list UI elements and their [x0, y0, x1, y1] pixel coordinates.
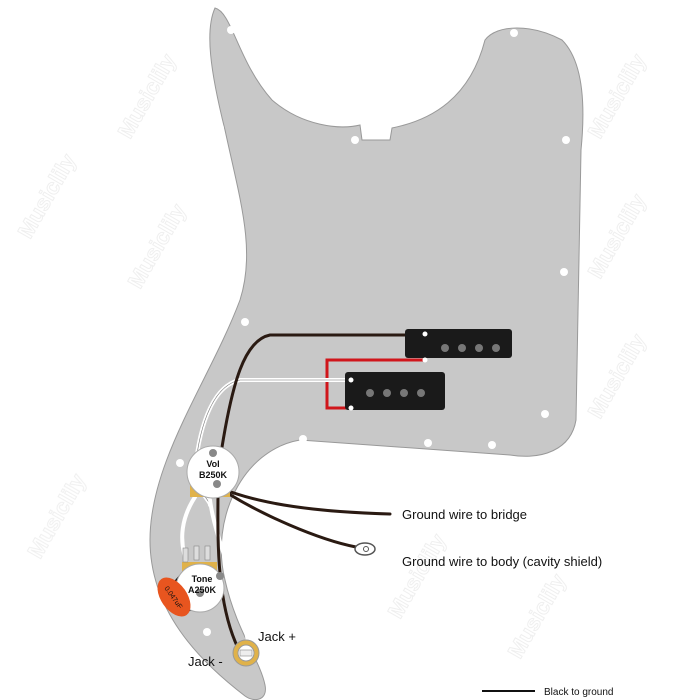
ground-wire-bridge [216, 485, 392, 516]
svg-text:Musiclily: Musiclily [383, 529, 451, 623]
white-wire-jack [208, 498, 250, 644]
svg-text:Musiclily: Musiclily [583, 49, 651, 143]
black-wire-pickup [218, 333, 427, 462]
jack-plus-label: Jack + [258, 629, 296, 644]
svg-text:Musiclily: Musiclily [583, 189, 651, 283]
svg-text:Musiclily: Musiclily [123, 199, 191, 293]
pickup-neck-half [405, 329, 512, 363]
pickguard [149, 7, 584, 700]
legend-black-label: Black to ground [544, 687, 614, 698]
tone-pot-value: A250K [188, 585, 217, 595]
ground-bridge-label: Ground wire to bridge [402, 507, 527, 522]
ring-terminal [354, 542, 376, 556]
tone-pot-label: Tone [192, 574, 213, 584]
capacitor: 0.047uF [157, 577, 191, 617]
legend: Black to ground [482, 687, 614, 698]
black-wire-jack [216, 486, 240, 650]
screw-holes [176, 26, 570, 679]
svg-text:Musiclily: Musiclily [13, 149, 81, 243]
svg-text:Musiclily: Musiclily [583, 329, 651, 423]
vol-pot-label: Vol [206, 459, 219, 469]
red-wire [325, 358, 427, 410]
ground-body-label: Ground wire to body (cavity shield) [402, 554, 602, 569]
svg-text:Musiclily: Musiclily [23, 469, 91, 563]
volume-pot: Vol B250K [186, 445, 240, 499]
ground-wire-body [216, 485, 358, 549]
output-jack [232, 639, 260, 667]
pickup-bridge-half [345, 372, 445, 411]
svg-text:Musiclily: Musiclily [503, 569, 571, 663]
jack-minus-label: Jack - [188, 654, 223, 669]
svg-text:Musiclily: Musiclily [113, 49, 181, 143]
vol-pot-value: B250K [199, 470, 228, 480]
